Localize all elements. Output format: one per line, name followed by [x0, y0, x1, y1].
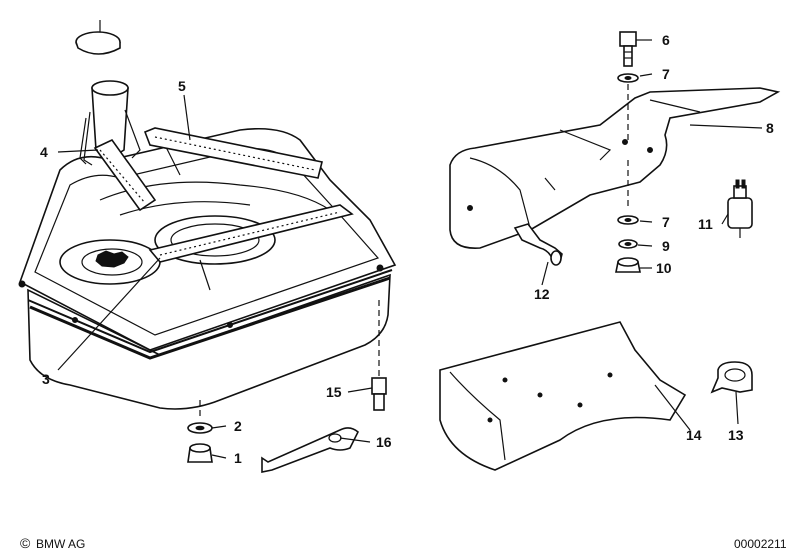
- ring-cap: [75, 20, 121, 55]
- callout-4: 4: [40, 144, 48, 160]
- filler-pipe: [79, 80, 141, 166]
- bolt-15: [371, 300, 387, 411]
- callout-10: 10: [656, 260, 672, 276]
- callout-3: 3: [42, 371, 50, 387]
- callout-14: 14: [686, 427, 702, 443]
- drawing-number: 00002211: [734, 537, 787, 551]
- callout-7-top: 7: [662, 66, 670, 82]
- fuel-tank: [18, 127, 397, 410]
- insulation-strip-4: [93, 138, 157, 212]
- callout-16: 16: [376, 434, 392, 450]
- heat-shield: [449, 87, 781, 249]
- callout-7-lower: 7: [662, 214, 670, 230]
- callout-2: 2: [234, 418, 242, 434]
- spring-washer-9: [618, 239, 638, 249]
- callout-5: 5: [178, 78, 186, 94]
- lower-shield: [439, 321, 687, 471]
- grommet-12: [513, 223, 563, 266]
- insulation-strip-3: [148, 204, 354, 291]
- callout-1: 1: [234, 450, 242, 466]
- callout-11: 11: [698, 216, 713, 232]
- bracket-16: [261, 427, 359, 473]
- callout-15: 15: [326, 384, 342, 400]
- nut-1: [187, 443, 213, 463]
- callout-6: 6: [662, 32, 670, 48]
- nut-10: [615, 257, 641, 273]
- callout-12: 12: [534, 286, 550, 302]
- washer-7-top: [617, 73, 639, 83]
- callout-13: 13: [728, 427, 744, 443]
- insulation-strip-5: [143, 127, 323, 179]
- bolt-6: [619, 31, 637, 67]
- callout-labels: 1 2 3 4 5 6 7 7 8 9 10 11 12 13 14 15 16: [40, 32, 774, 466]
- leader-lines: [57, 39, 763, 459]
- callout-8: 8: [766, 120, 774, 136]
- callout-9: 9: [662, 238, 670, 254]
- copyright-symbol: ©: [20, 535, 31, 551]
- footer: © BMW AG 00002211: [20, 535, 787, 551]
- brand-label: BMW AG: [36, 537, 85, 551]
- sender-unit-11: [727, 179, 753, 238]
- washer-7-lower: [617, 215, 639, 225]
- clamp-13: [710, 361, 753, 394]
